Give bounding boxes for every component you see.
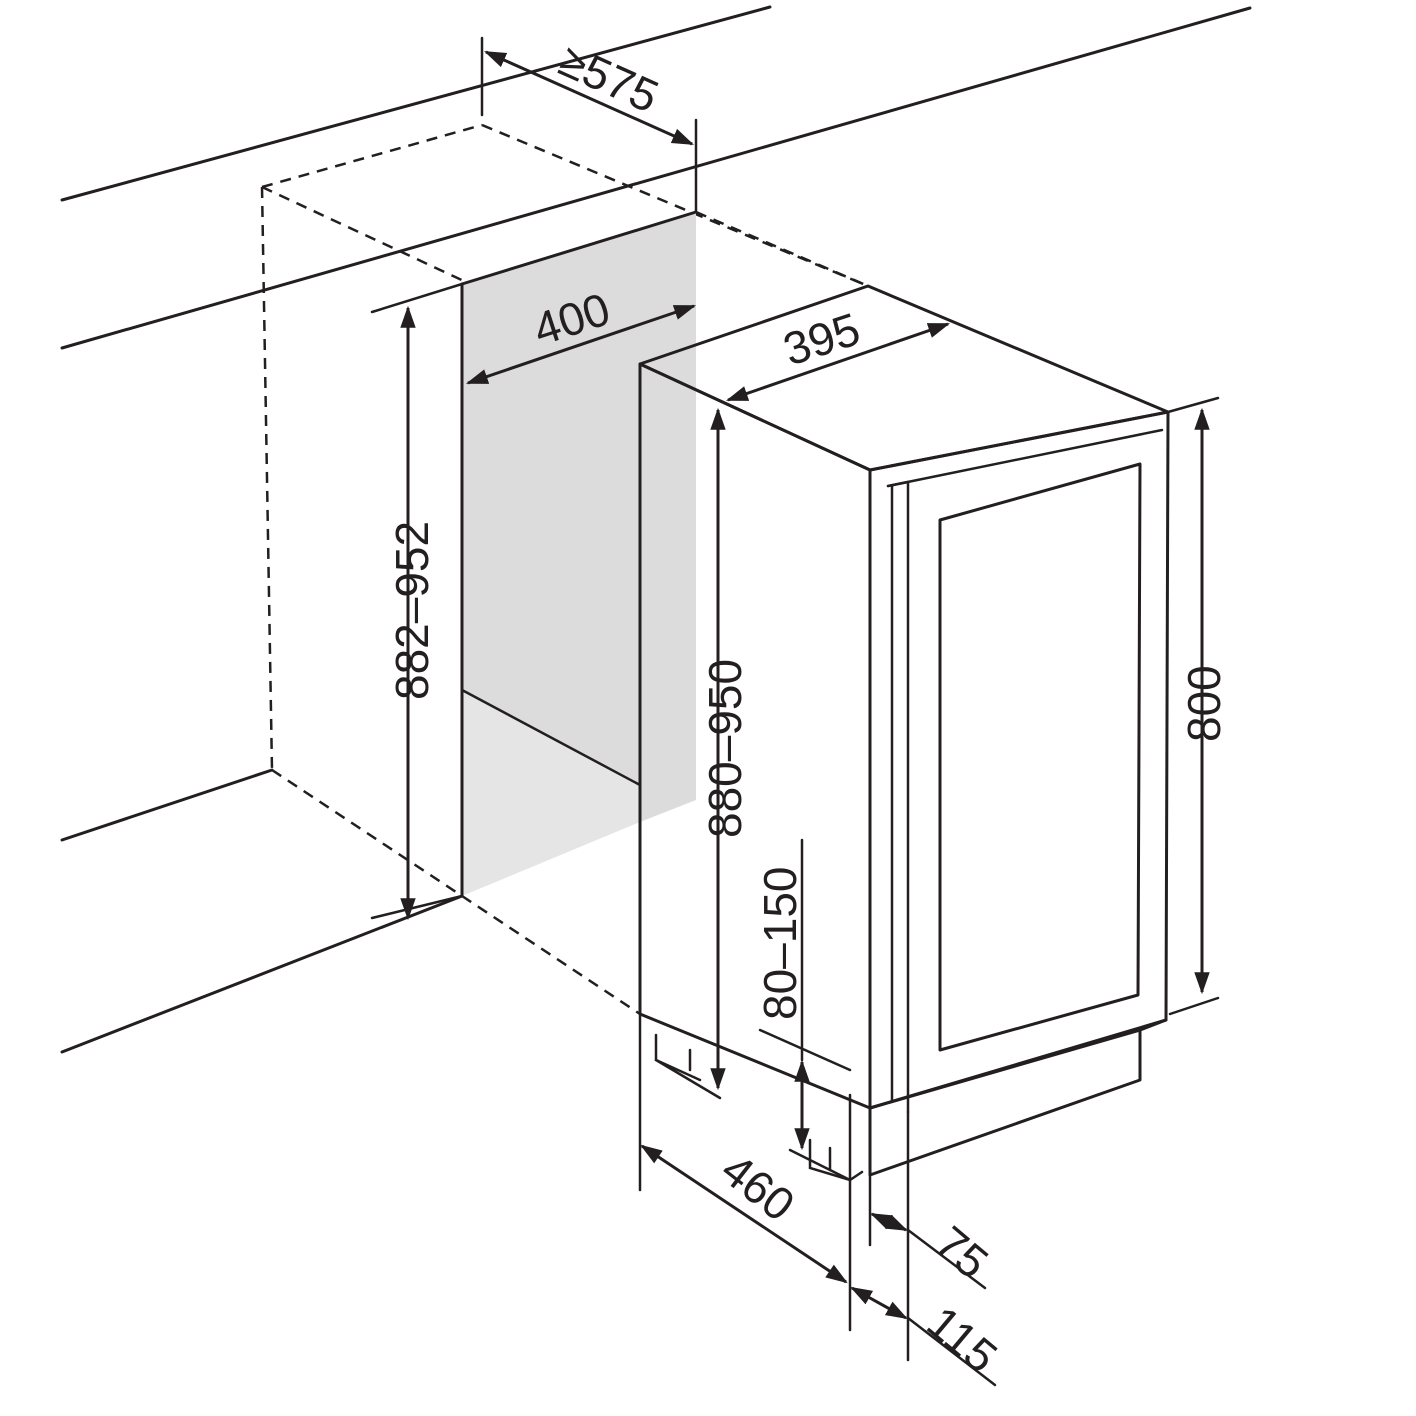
arrow-unit-depth xyxy=(640,1144,848,1284)
arrow-unit-width xyxy=(725,322,951,402)
label-door-opening: 115 xyxy=(918,1296,1008,1383)
arrow-door-thickness xyxy=(870,1212,908,1232)
label-unit-height: 880–950 xyxy=(699,659,751,838)
extension-lines xyxy=(370,36,1220,1387)
door-glass xyxy=(938,462,1142,1052)
label-door-height: 800 xyxy=(1178,665,1230,742)
label-niche-height: 882–952 xyxy=(386,521,438,700)
arrow-niche-depth xyxy=(483,50,695,146)
dimension-arrows xyxy=(400,50,1210,1320)
arrow-niche-width xyxy=(465,304,697,385)
cabinet-outline xyxy=(60,5,1252,1054)
label-door-thickness: 75 xyxy=(926,1216,999,1289)
arrow-door-opening xyxy=(850,1286,908,1320)
label-feet-adjust: 80–150 xyxy=(754,867,806,1021)
label-niche-depth: ≥575 xyxy=(552,34,666,123)
label-unit-depth: 460 xyxy=(712,1143,804,1231)
